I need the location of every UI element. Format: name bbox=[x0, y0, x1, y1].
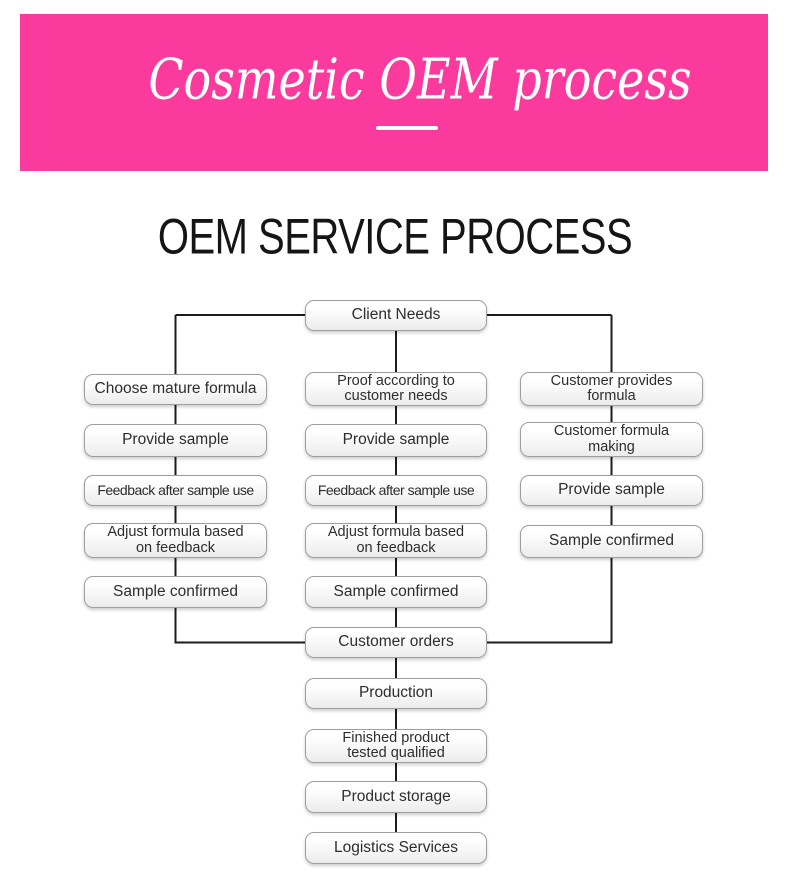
node-sample-confirmed-middle: Sample confirmed bbox=[305, 576, 487, 608]
node-feedback-after-sample-use-left: Feedback after sample use bbox=[84, 475, 267, 506]
node-adjust-formula-left: Adjust formula based on feedback bbox=[84, 523, 267, 558]
page-title: OEM SERVICE PROCESS bbox=[157, 209, 633, 265]
node-provide-sample-middle: Provide sample bbox=[305, 424, 487, 457]
node-choose-mature-formula: Choose mature formula bbox=[84, 374, 267, 405]
node-logistics-services: Logistics Services bbox=[305, 832, 487, 864]
node-provide-sample-left: Provide sample bbox=[84, 424, 267, 457]
node-product-storage: Product storage bbox=[305, 781, 487, 813]
node-customer-orders: Customer orders bbox=[305, 627, 487, 658]
node-client-needs: Client Needs bbox=[305, 300, 487, 331]
node-proof-according-to-customer-needs: Proof according to customer needs bbox=[305, 372, 487, 406]
banner-underline bbox=[376, 125, 438, 130]
node-finished-product-tested-qualified: Finished product tested qualified bbox=[305, 729, 487, 763]
node-provide-sample-right: Provide sample bbox=[520, 475, 703, 506]
node-sample-confirmed-left: Sample confirmed bbox=[84, 576, 267, 608]
node-customer-provides-formula: Customer provides formula bbox=[520, 372, 703, 406]
banner-title: Cosmetic OEM process bbox=[148, 46, 692, 113]
node-customer-formula-making: Customer formula making bbox=[520, 422, 703, 457]
node-sample-confirmed-right: Sample confirmed bbox=[520, 525, 703, 558]
banner: Cosmetic OEM process bbox=[20, 14, 768, 171]
node-production: Production bbox=[305, 678, 487, 709]
node-feedback-after-sample-use-middle: Feedback after sample use bbox=[305, 475, 487, 506]
node-adjust-formula-middle: Adjust formula based on feedback bbox=[305, 523, 487, 558]
